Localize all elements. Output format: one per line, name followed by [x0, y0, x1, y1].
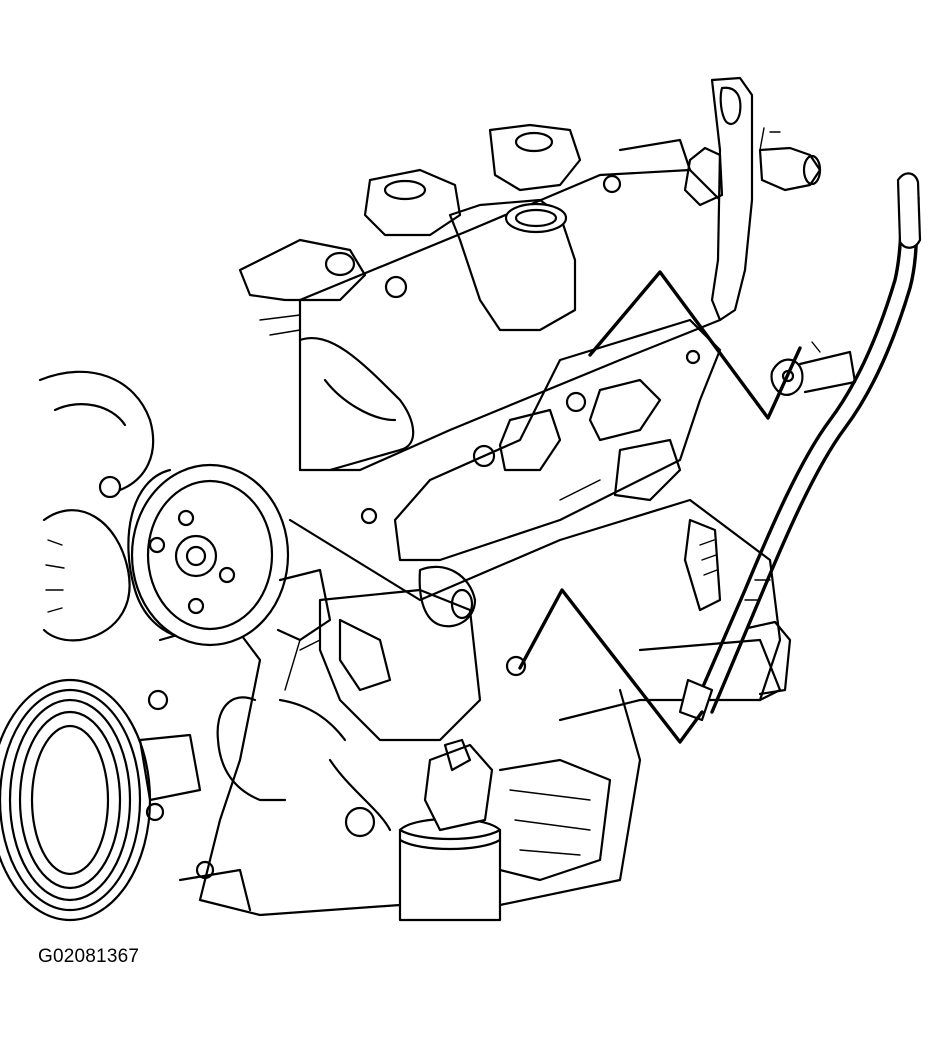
callout-leaders: [518, 270, 802, 744]
upper-mount-bracket: [683, 76, 822, 322]
dipstick-tube: [678, 172, 922, 722]
left-background-wheel: [38, 370, 155, 642]
figure-id-label: G02081367: [38, 946, 140, 967]
cylinder-head: [238, 123, 732, 472]
oil-filter: [398, 738, 502, 922]
lower-callout-leader: [518, 588, 704, 744]
exhaust-manifold: [360, 318, 722, 677]
accessory-pulley: [98, 463, 332, 647]
crank-pulley: [0, 678, 215, 922]
pump-housing: [216, 565, 482, 838]
upper-callout-leader: [588, 270, 802, 420]
